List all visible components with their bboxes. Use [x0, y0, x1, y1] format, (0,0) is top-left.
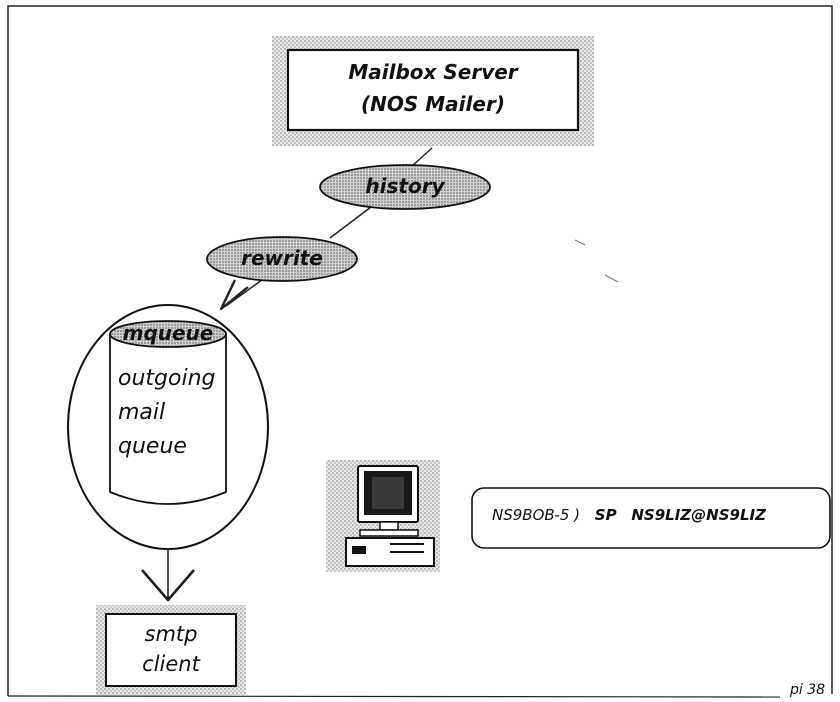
- smtp-line-1: smtp: [144, 622, 198, 646]
- server-subtitle: (NOS Mailer): [361, 92, 505, 116]
- connector-server-history: [411, 147, 433, 167]
- smtp-box: [105, 613, 237, 687]
- rewrite-label: rewrite: [241, 246, 323, 270]
- command-box: [471, 487, 831, 549]
- scan-speck: [604, 274, 619, 283]
- command-verb: SP: [594, 506, 617, 524]
- command-text: NS9BOB-5 ) SP NS9LIZ@NS9LIZ: [492, 506, 766, 524]
- server-box: [286, 48, 580, 132]
- queue-title: mqueue: [122, 321, 214, 345]
- command-prompt: NS9BOB-5 ): [492, 506, 580, 524]
- frame-bottom: [7, 695, 781, 698]
- arrowhead-to-queue: [219, 279, 249, 311]
- queue-line-1: outgoing: [118, 366, 216, 391]
- page-reference: pi 38: [790, 682, 826, 698]
- history-label: history: [365, 174, 445, 198]
- queue-line-3: queue: [118, 434, 187, 459]
- history-ellipse: [319, 164, 491, 210]
- rewrite-ellipse: [206, 236, 358, 282]
- scan-speck: [574, 239, 586, 246]
- outer-frame: [7, 5, 833, 696]
- queue-cylinder-body: [109, 334, 227, 505]
- command-address: NS9LIZ@NS9LIZ: [631, 506, 766, 524]
- computer-icon: [326, 460, 440, 572]
- server-title: Mailbox Server: [348, 60, 518, 84]
- queue-cylinder-top: [109, 320, 227, 348]
- arrowhead-to-smtp: [141, 569, 195, 602]
- queue-line-2: mail: [118, 400, 166, 425]
- connector-history-rewrite: [329, 203, 376, 239]
- smtp-line-2: client: [142, 652, 200, 676]
